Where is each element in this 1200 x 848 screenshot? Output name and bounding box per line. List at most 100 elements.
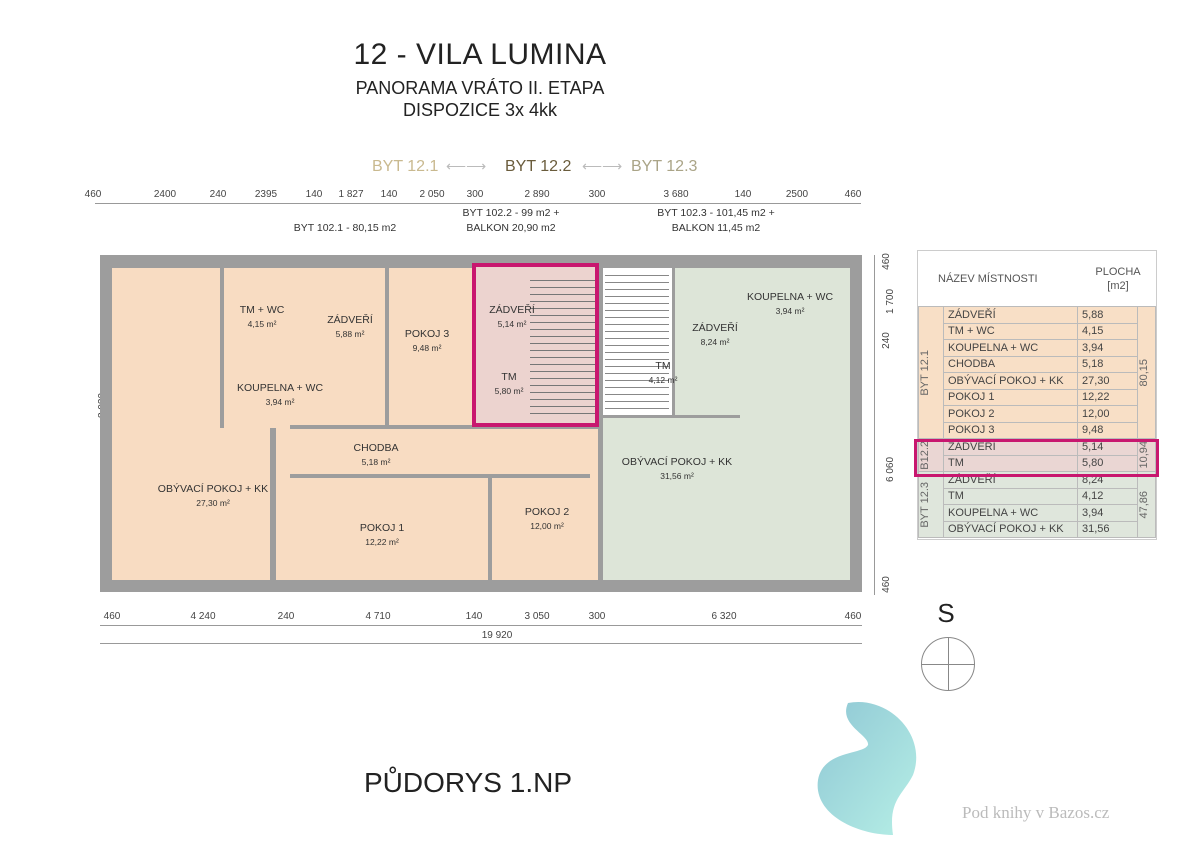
- room-area: 5,18 m²: [361, 457, 391, 467]
- dim-top: 300: [588, 189, 606, 200]
- wall: [600, 415, 740, 418]
- room-area: 4,15 m²: [247, 319, 277, 329]
- room-area: 12,22 m²: [365, 537, 399, 547]
- wall: [385, 268, 389, 428]
- dim-top: 140: [734, 189, 752, 200]
- dim-bottom: 140: [465, 611, 483, 622]
- cell-area: 4,15: [1077, 322, 1138, 340]
- wall: [290, 474, 590, 478]
- unit-label-1: BYT 102.1 - 80,15 m2: [293, 222, 397, 234]
- cell-name: OBÝVACÍ POKOJ + KK: [943, 520, 1078, 538]
- dim-bottom: 240: [277, 611, 295, 622]
- group-label: BYT 12.1: [919, 349, 931, 396]
- cell-name: KOUPELNA + WC: [943, 339, 1078, 357]
- dim-top: 300: [466, 189, 484, 200]
- cell-name: TM + WC: [943, 322, 1078, 340]
- cell-area: 27,30: [1077, 372, 1138, 390]
- arrow-both-icon: ⟵⟶: [582, 158, 623, 174]
- cell-area: 12,00: [1077, 405, 1138, 423]
- dim-top: 140: [380, 189, 398, 200]
- room-name: TM: [655, 360, 671, 372]
- staircase: [605, 275, 669, 415]
- watermark: Pod knihy v Bazos.cz: [962, 803, 1110, 822]
- compass-label: S: [937, 598, 955, 628]
- room-area: 9,48 m²: [412, 343, 442, 353]
- cell-area: 12,22: [1077, 388, 1138, 406]
- page-title: 12 - VILA LUMINA: [353, 38, 607, 71]
- wall: [488, 478, 492, 580]
- cell-area: 9,48: [1077, 421, 1138, 439]
- room-area: 12,00 m²: [530, 521, 564, 531]
- header-unit: [m2]: [1107, 279, 1129, 292]
- cell-area: 5,18: [1077, 355, 1138, 373]
- wall: [672, 268, 675, 418]
- group-total: 80,15: [1138, 358, 1150, 387]
- group-label: BYT 12.3: [919, 481, 931, 528]
- dim-right: 240: [880, 332, 892, 349]
- wall: [290, 425, 600, 429]
- room-name: ZÁDVEŘÍ: [489, 304, 535, 316]
- unit-label-2a: BYT 102.2 - 99 m2 +: [462, 207, 560, 219]
- cell-area: 3,94: [1077, 339, 1138, 357]
- cell-area: 4,12: [1077, 487, 1138, 505]
- dim-total: 19 920: [481, 630, 513, 641]
- unit-nav-left: BYT 12.1: [372, 158, 439, 175]
- room-name: ZÁDVEŘÍ: [692, 322, 738, 334]
- cell-area: 31,56: [1077, 520, 1138, 538]
- unit-label-3b: BALKON 11,45 m2: [671, 222, 761, 234]
- unit-12-2-highlight: [472, 263, 599, 427]
- room-area: 27,30 m²: [196, 498, 230, 508]
- room-name: CHODBA: [353, 442, 399, 454]
- unit-label-2b: BALKON 20,90 m2: [466, 222, 556, 234]
- cell-name: POKOJ 1: [943, 388, 1078, 406]
- logo-icon: [817, 701, 917, 835]
- dim-bottom: 4 240: [190, 611, 216, 622]
- cell-name: CHODBA: [943, 355, 1078, 373]
- arrow-both-icon: ⟵⟶: [446, 158, 487, 174]
- wall: [270, 428, 276, 580]
- room-name: OBÝVACÍ POKOJ + KK: [621, 456, 733, 468]
- room-area: 8,24 m²: [700, 337, 730, 347]
- room-name: KOUPELNA + WC: [236, 382, 324, 394]
- table-header: NÁZEV MÍSTNOSTI PLOCHA[m2]: [918, 251, 1156, 306]
- wall: [220, 268, 224, 428]
- dim-right: 1 700: [885, 288, 897, 315]
- dim-top: 1 827: [338, 189, 364, 200]
- cell-area: 5,88: [1077, 306, 1138, 324]
- dimension-line-top: [95, 203, 861, 204]
- unit-12-2-table-highlight: [914, 439, 1159, 477]
- staircase: [530, 275, 595, 420]
- group-total: 47,86: [1138, 490, 1150, 519]
- dim-bottom: 460: [844, 611, 862, 622]
- footer-title: PŮDORYS 1.NP: [364, 767, 572, 798]
- dim-top: 460: [84, 189, 102, 200]
- cell-name: OBÝVACÍ POKOJ + KK: [943, 372, 1078, 390]
- room-area: 3,94 m²: [775, 306, 805, 316]
- room-name: TM: [501, 371, 517, 383]
- compass-icon: [921, 637, 975, 691]
- subtitle-layout: DISPOZICE 3x 4kk: [402, 100, 558, 120]
- dim-bottom: 3 050: [524, 611, 550, 622]
- cell-name: TM: [943, 487, 1078, 505]
- dim-top: 140: [305, 189, 323, 200]
- cell-name: KOUPELNA + WC: [943, 504, 1078, 522]
- cell-name: POKOJ 2: [943, 405, 1078, 423]
- header-name: NÁZEV MÍSTNOSTI: [938, 272, 1038, 285]
